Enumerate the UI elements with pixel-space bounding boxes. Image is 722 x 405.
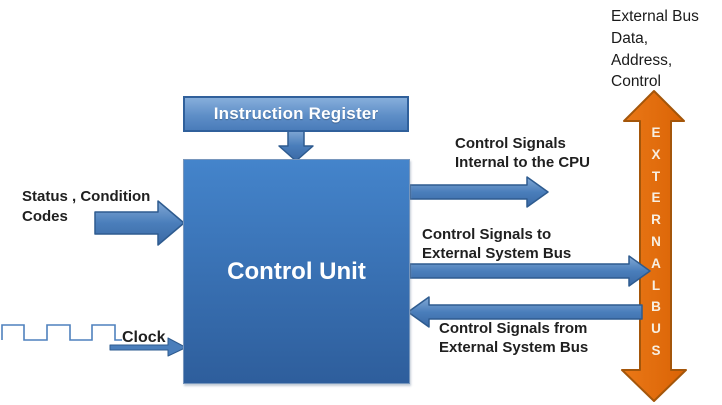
external-bus-top-line3: Address, [611,51,673,69]
to-external-bus-line2: External System Bus [422,245,572,262]
internal-signals-arrow-icon [409,176,549,208]
external-bus-vertical-label: E X T E R N A L B U S [651,125,661,358]
from-external-bus-label: Control Signals from External System Bus [439,319,588,357]
instruction-register-box: Instruction Register [183,96,409,132]
internal-signals-line2: Internal to the CPU [455,154,591,171]
from-external-bus-arrow-icon [407,296,643,328]
internal-signals-label: Control Signals Internal to the CPU [455,134,590,172]
status-condition-codes-label: Status , Condition Codes [22,187,150,227]
external-bus-top-line1: External Bus [611,8,699,25]
control-unit-label: Control Unit [227,257,366,285]
control-unit-box: Control Unit [183,159,410,384]
clock-waveform-icon [1,324,122,341]
clock-label: Clock [122,329,166,346]
clock-arrow-icon [109,337,187,357]
to-external-bus-arrow-icon [409,255,651,287]
instruction-register-label: Instruction Register [213,104,379,123]
external-bus-top-label: External Bus Data, Address, Control [611,6,719,93]
to-external-bus-line1: Control Signals to [422,226,552,243]
external-bus-top-line4: Control [611,73,661,91]
status-label-line1: Status , Condition [22,188,151,205]
external-bus-top-line2: Data, [611,29,649,47]
ir-to-cu-arrow-icon [278,129,314,162]
status-label-line2: Codes [22,208,68,225]
from-external-bus-line1: Control Signals from [439,320,588,337]
from-external-bus-line2: External System Bus [439,339,589,356]
external-bus-double-arrow-icon [621,90,687,402]
status-arrow-icon [94,200,185,246]
internal-signals-line1: Control Signals [455,135,566,152]
to-external-bus-label: Control Signals to External System Bus [422,225,571,263]
